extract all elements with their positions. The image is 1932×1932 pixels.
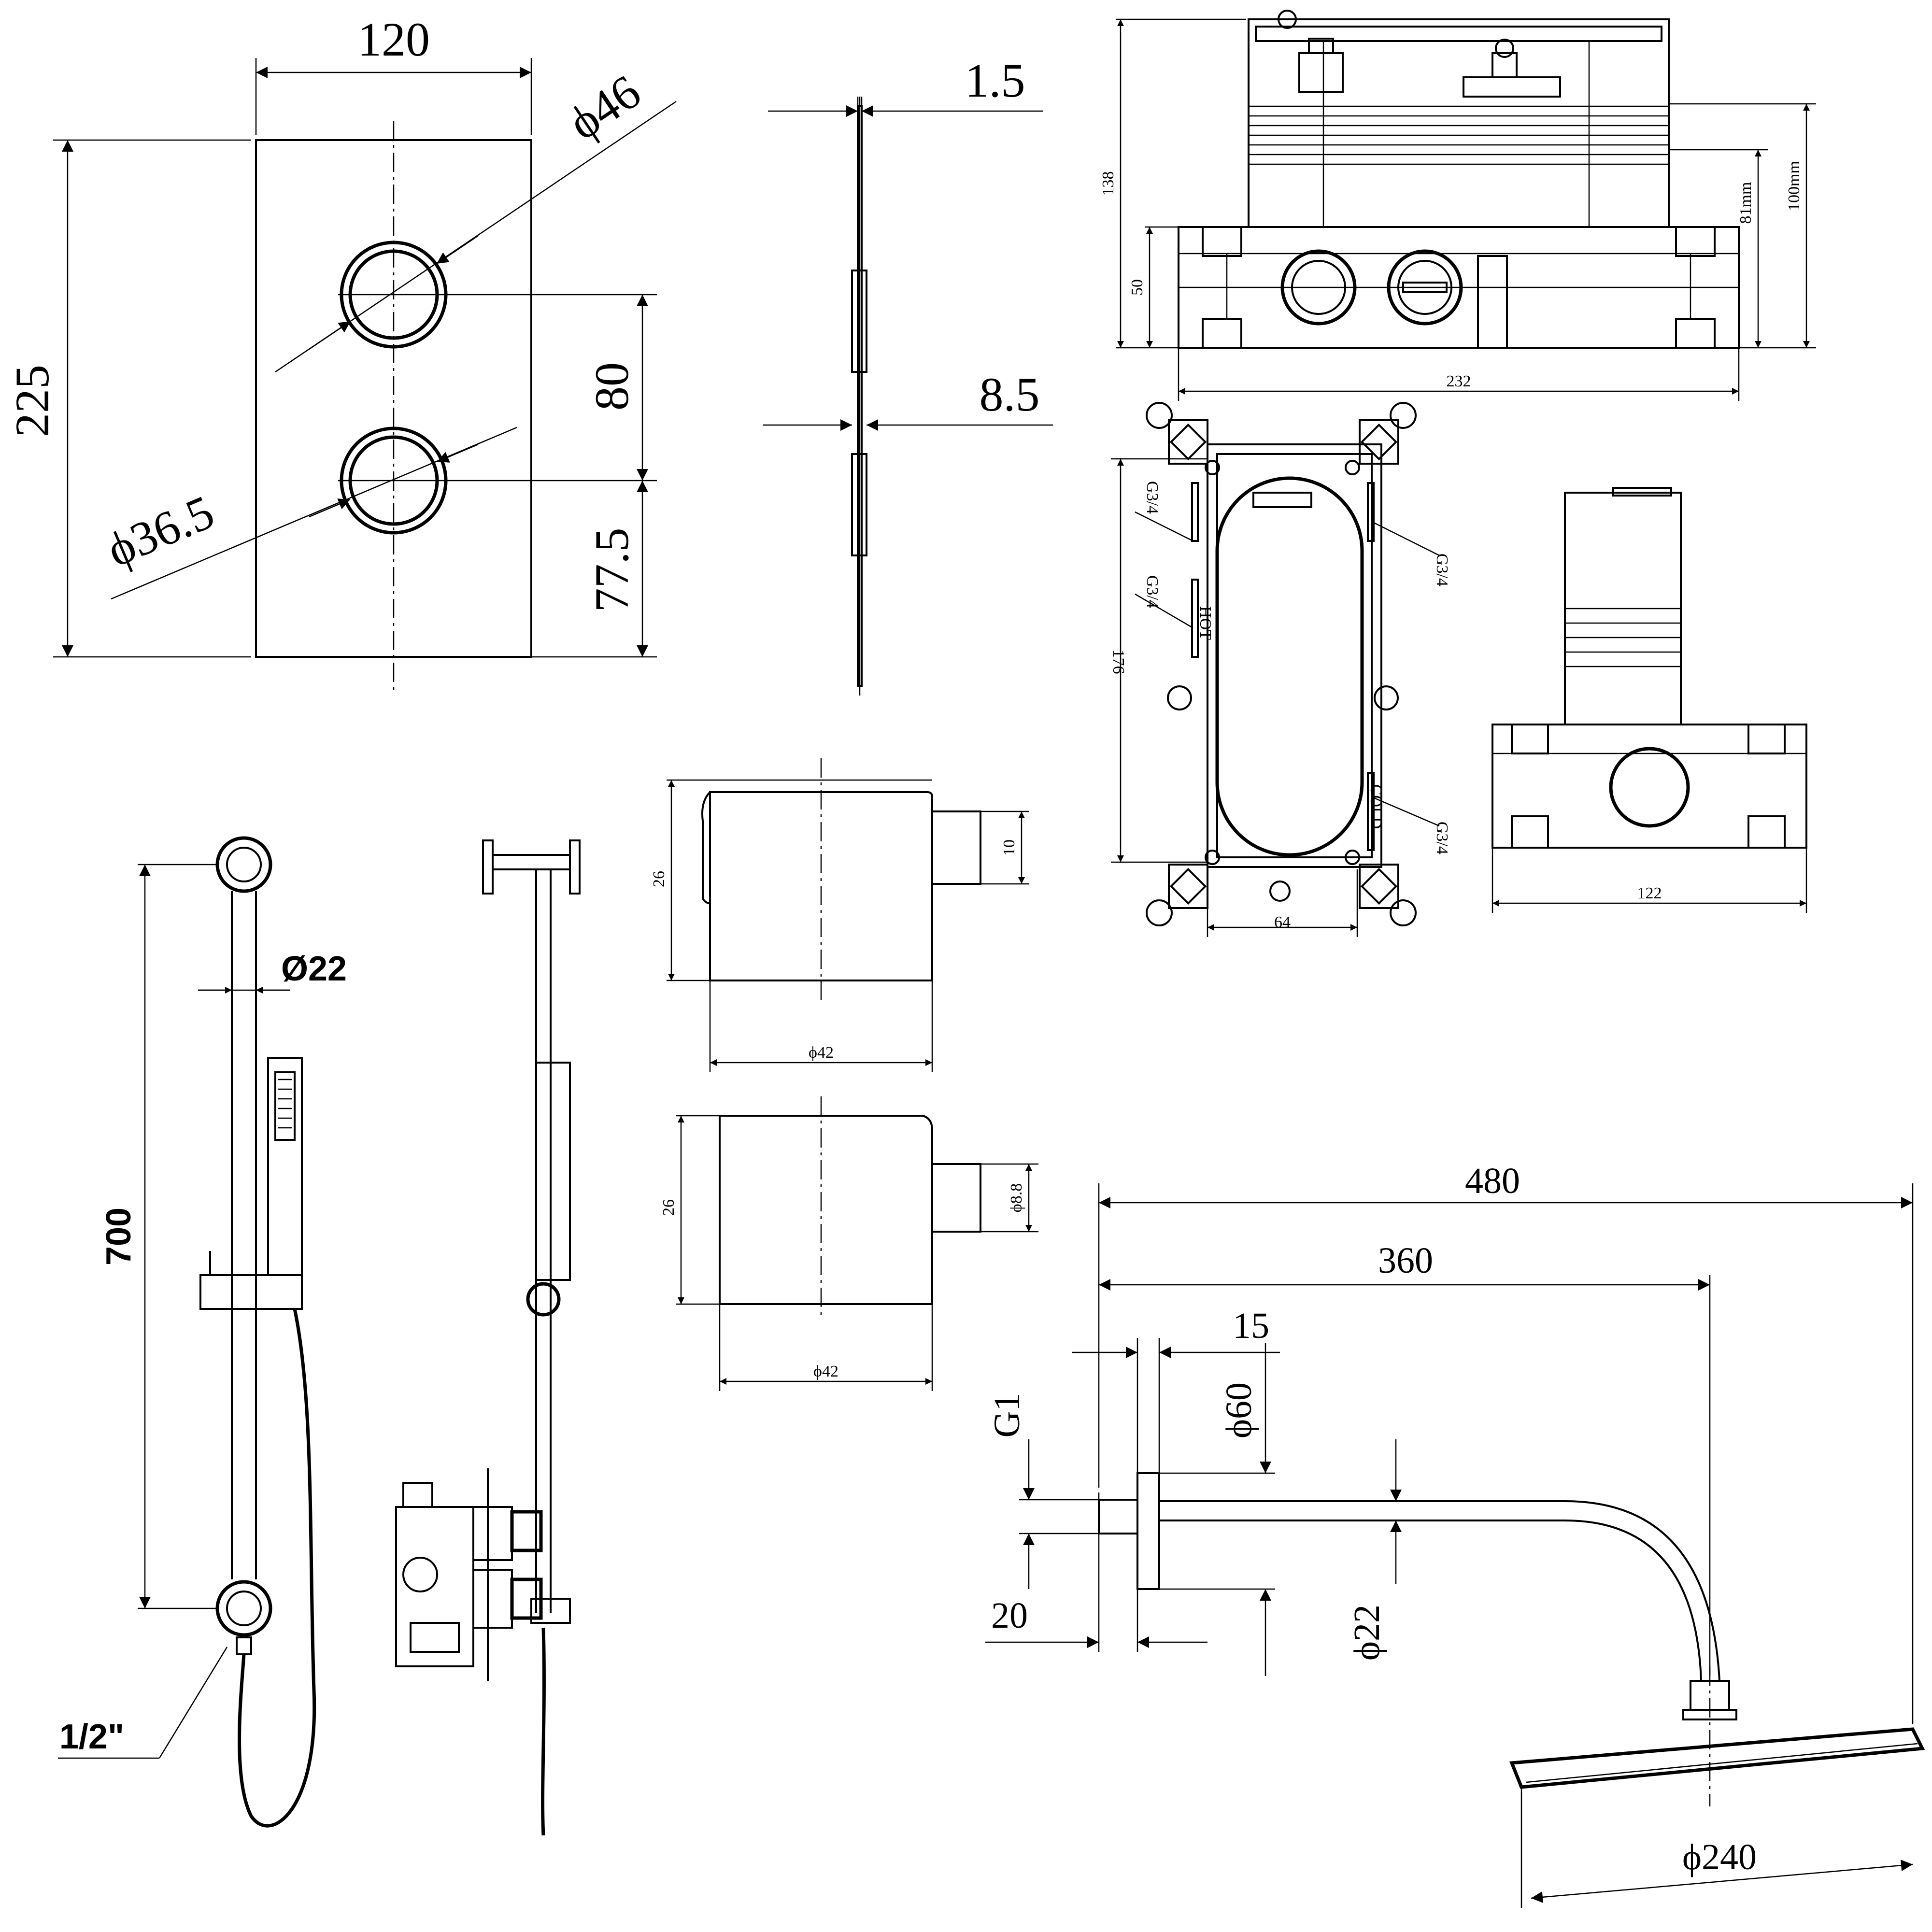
button-spacing-upper-label: 80	[585, 362, 639, 411]
frame-height-label: 176	[1109, 650, 1127, 674]
wall-flange	[1136, 1472, 1160, 1590]
cartridge-ribs	[1249, 105, 1669, 165]
side-ribs	[1565, 608, 1681, 668]
riser-side-view	[395, 839, 581, 1836]
riser-rail-front-view: 700 Ø22 1/2"	[58, 836, 347, 1828]
riser-length-label: 700	[99, 1208, 138, 1265]
port-label-bottom-right: G3/4	[1433, 822, 1451, 854]
valve-outer-height-label: 100mm	[1785, 161, 1803, 211]
shower-head	[1509, 1727, 1925, 1789]
mixer-valve-side	[395, 1468, 543, 1681]
corner-bracket-tl	[1146, 402, 1208, 465]
handle-bottom-view: 26 ϕ8.8 ϕ42	[660, 1096, 1038, 1391]
hand-shower-icon	[267, 1057, 303, 1276]
arm-length-label: 360	[1378, 1240, 1433, 1281]
cold-label: COLD	[1367, 784, 1385, 829]
plate-depth-label: 8.5	[980, 368, 1040, 421]
handle-bottom-diameter-label: ϕ42	[813, 1363, 838, 1380]
corner-bracket-tr	[1359, 402, 1417, 465]
screw-icon	[1278, 10, 1297, 29]
frame-bottom-width-label: 64	[1274, 913, 1291, 931]
shower-hose	[238, 1308, 316, 1828]
hose-connection-label: 1/2"	[59, 1718, 124, 1756]
valve-inner-height-label: 81mm	[1737, 182, 1755, 224]
button-spacing-lower-label: 77.5	[585, 528, 639, 612]
valve-body-front-view: 138 50 81mm 100mm 232	[1099, 10, 1816, 401]
rail-diameter-label: Ø22	[281, 950, 347, 988]
handle-top-diameter-label: ϕ42	[809, 1044, 834, 1062]
rail-bottom-bracket	[215, 1580, 272, 1637]
handle-bottom-spindle-label: ϕ8.8	[1008, 1183, 1025, 1212]
frame-screw-icon	[1374, 685, 1399, 710]
faceplate-width-label: 120	[357, 13, 430, 66]
flange-depth-label: 15	[1233, 1306, 1269, 1346]
frame-slot	[1215, 476, 1364, 857]
valve-side-view: 122	[1492, 487, 1807, 913]
side-port	[1609, 747, 1690, 828]
faceplate-height-label: 225	[5, 365, 59, 437]
frame-screw-icon	[1167, 685, 1192, 710]
plate-side-view: 1.5 8.5	[763, 54, 1053, 696]
shower-arm-view: 480 360 15 20 G1 ϕ60 ϕ22 ϕ2	[985, 1161, 1925, 1908]
large-diameter-label: ϕ46	[559, 65, 650, 150]
corner-bracket-br	[1359, 864, 1417, 926]
mounting-frame-view: HOT COLD G3/4 G3/4 G3/4 G3/4 176 64	[1109, 402, 1451, 937]
head-diameter-label: ϕ240	[1682, 1837, 1757, 1877]
arm-total-length-label: 480	[1465, 1161, 1520, 1201]
handle-top-spindle-label: 10	[1000, 839, 1018, 856]
frame-screw-icon	[1269, 881, 1291, 902]
small-diameter-label: ϕ36.5	[99, 485, 221, 577]
thread-label: G1	[987, 1393, 1027, 1438]
frame-screw-icon	[1345, 460, 1360, 475]
valve-height-label: 138	[1099, 171, 1117, 196]
handle-top-view: 26 10 ϕ42	[650, 758, 1029, 1072]
corner-bracket-bl	[1146, 864, 1208, 926]
valve-side-width-label: 122	[1637, 884, 1662, 902]
handle-top-height-label: 26	[650, 871, 668, 887]
port-label-top-left: G3/4	[1143, 481, 1161, 514]
handle-bottom-height-label: 26	[660, 1199, 678, 1216]
frame-screw-icon	[1205, 460, 1220, 475]
hot-label: HOT	[1196, 606, 1214, 640]
flange-diameter-label: ϕ60	[1219, 1382, 1259, 1438]
plate-thickness-label: 1.5	[965, 54, 1025, 107]
port-label-top-right: G3/4	[1433, 554, 1451, 586]
arm-diameter-label: ϕ22	[1347, 1605, 1387, 1661]
valve-width-label: 232	[1447, 372, 1471, 390]
port-label-mid-left: G3/4	[1143, 575, 1161, 608]
valve-base-height-label: 50	[1128, 279, 1146, 296]
side-slider-knob	[526, 1282, 561, 1317]
wall-offset-label: 20	[991, 1595, 1028, 1636]
slider-bracket	[199, 1274, 303, 1310]
frame-screw-icon	[1205, 850, 1220, 865]
faceplate-view: 120 225 80 77.5 ϕ46 ϕ36.5	[5, 13, 677, 691]
rail-top-bracket	[215, 836, 272, 893]
frame-screw-icon	[1345, 850, 1360, 865]
hand-shower-nozzle-grid	[278, 1079, 292, 1129]
